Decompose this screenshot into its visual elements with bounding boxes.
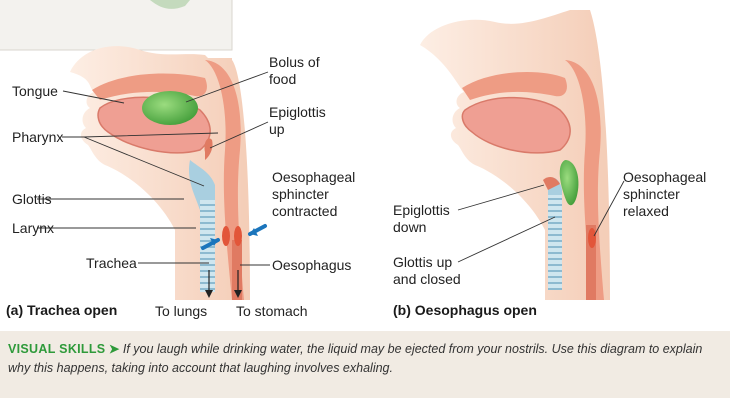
label-sphincter-1: Oesophageal xyxy=(272,169,355,185)
inset-tile xyxy=(0,0,232,50)
label-b-glottis-2: and closed xyxy=(393,271,461,287)
visual-skills-box: VISUAL SKILLS ➤ If you laugh while drink… xyxy=(0,331,730,398)
label-bolus-2: food xyxy=(269,71,296,87)
label-sphincter-2: sphincter xyxy=(272,186,329,202)
label-bolus-1: Bolus of xyxy=(269,54,320,70)
arrow-right-icon: ➤ xyxy=(109,342,119,356)
label-to-stomach: To stomach xyxy=(236,303,308,319)
label-b-sphincter-3: relaxed xyxy=(623,203,669,219)
label-b-sphincter-2: sphincter xyxy=(623,186,680,202)
label-b-epiglottis-2: down xyxy=(393,219,426,235)
label-b-sphincter-1: Oesophageal xyxy=(623,169,706,185)
visual-skills-label: VISUAL SKILLS xyxy=(8,342,105,356)
label-trachea: Trachea xyxy=(86,255,137,271)
caption-panel-b: (b) Oesophagus open xyxy=(393,302,537,318)
label-tongue: Tongue xyxy=(12,83,58,99)
label-to-lungs: To lungs xyxy=(155,303,207,319)
label-b-glottis-1: Glottis up xyxy=(393,254,452,270)
label-pharynx: Pharynx xyxy=(12,129,63,145)
label-epiglottis-1: Epiglottis xyxy=(269,104,326,120)
label-oesophagus: Oesophagus xyxy=(272,257,351,273)
label-b-epiglottis-1: Epiglottis xyxy=(393,202,450,218)
visual-skills-text: VISUAL SKILLS ➤ If you laugh while drink… xyxy=(8,340,720,378)
label-sphincter-3: contracted xyxy=(272,203,337,219)
caption-panel-a: (a) Trachea open xyxy=(6,302,117,318)
label-glottis: Glottis xyxy=(12,191,52,207)
label-larynx: Larynx xyxy=(12,220,54,236)
label-epiglottis-2: up xyxy=(269,121,285,137)
